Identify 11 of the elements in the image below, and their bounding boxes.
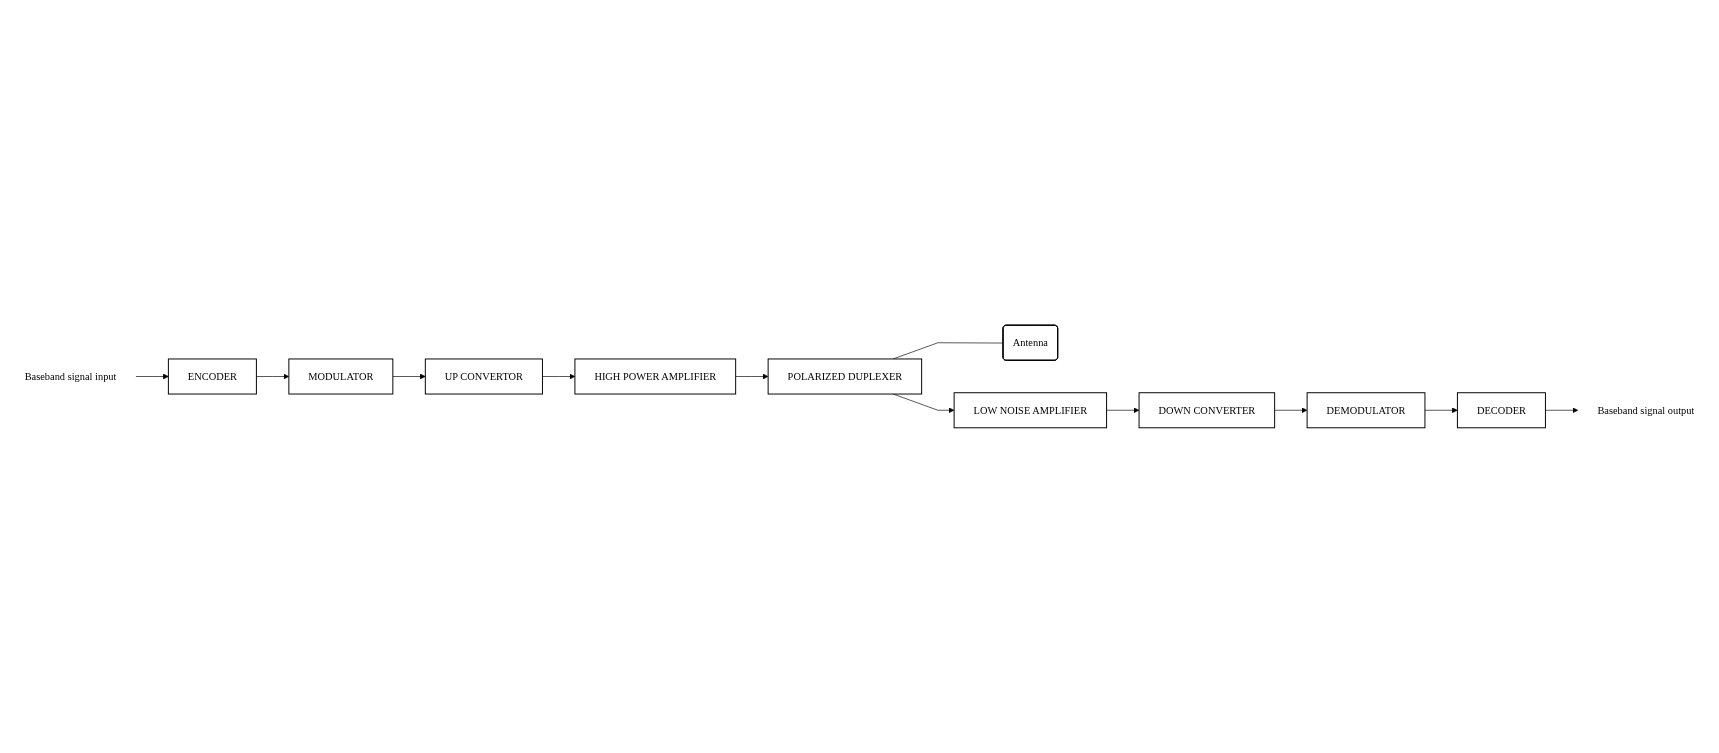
node-box: LOW NOISE AMPLIFIER: [953, 392, 1108, 429]
node-box: DOWN CONVERTER: [1138, 392, 1276, 429]
node-box: DEMODULATOR: [1306, 392, 1426, 429]
node-box: ENCODER: [167, 358, 257, 395]
node-box: DECODER: [1456, 392, 1546, 429]
node-box: MODULATOR: [288, 358, 394, 395]
node-box: HIGH POWER AMPLIFIER: [574, 358, 737, 395]
node-box: UP CONVERTOR: [424, 358, 543, 395]
node-text: Baseband signal input: [24, 370, 117, 382]
node-box: POLARIZED DUPLEXER: [767, 358, 923, 395]
node-text: Baseband signal output: [1597, 404, 1695, 416]
